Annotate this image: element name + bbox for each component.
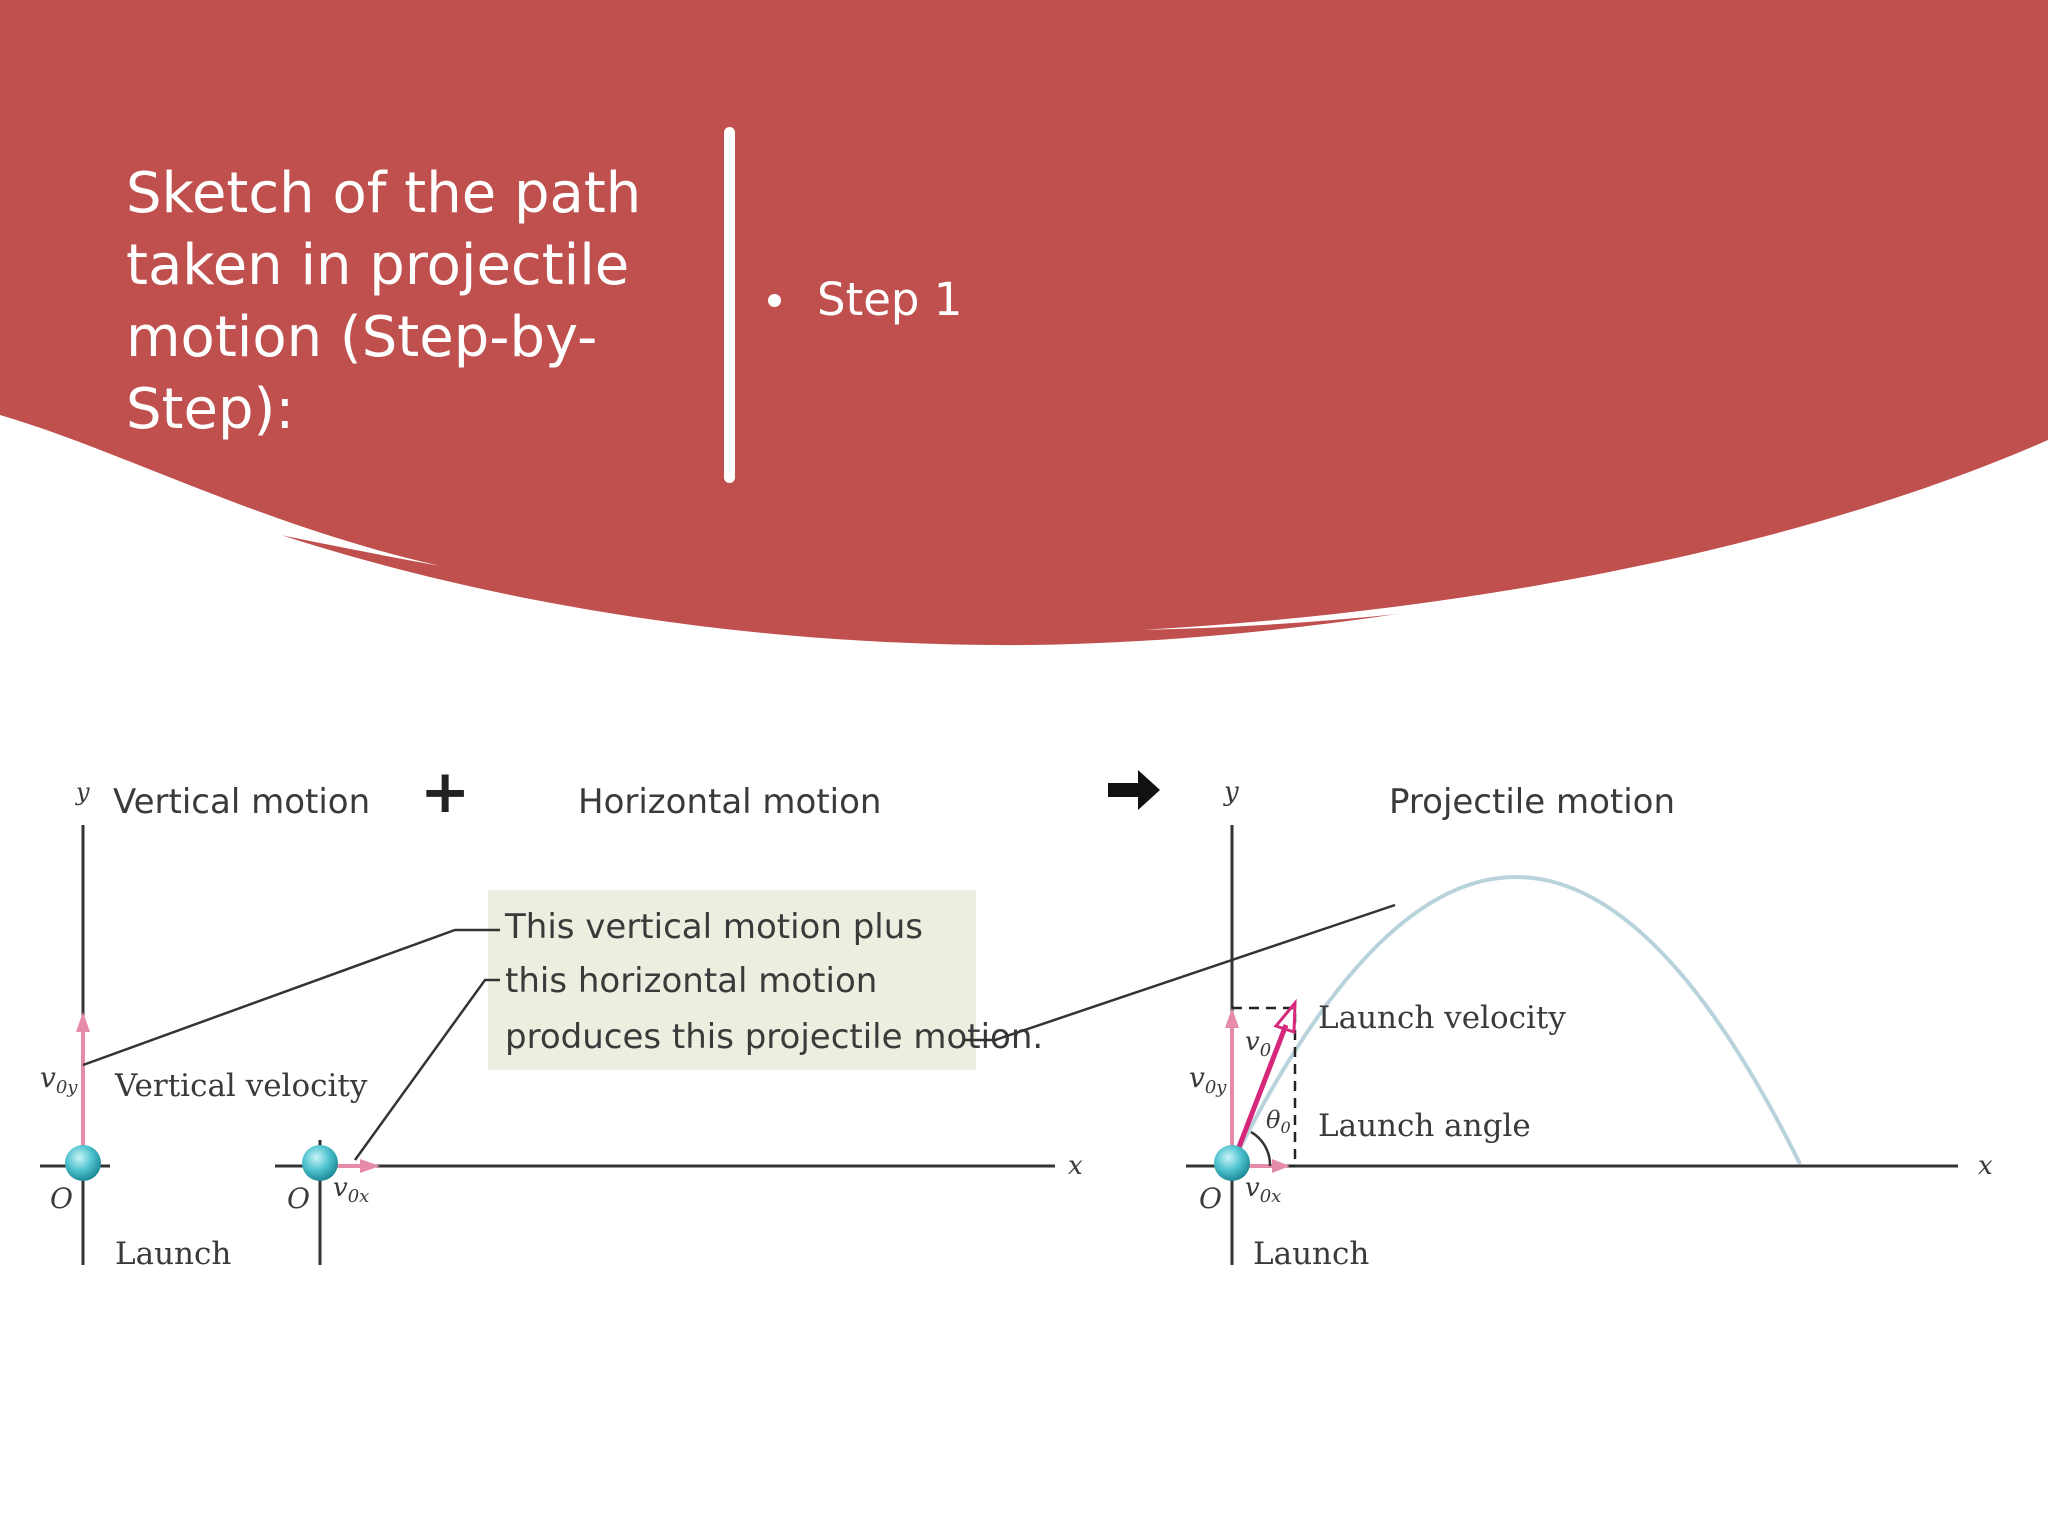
callout-leader-projectile bbox=[964, 903, 1396, 1042]
right-arrow-icon bbox=[1108, 770, 1160, 810]
projectile-motion-panel: y x Projectile motion v0 v0y θ0 Launch v… bbox=[1186, 777, 1993, 1272]
vertical-velocity-arrowhead-icon bbox=[76, 1012, 90, 1032]
callout-line-2: this horizontal motion bbox=[505, 961, 877, 1001]
header-shape bbox=[0, 0, 2048, 646]
horizontal-motion-title: Horizontal motion bbox=[578, 782, 881, 822]
callout: This vertical motion plus this horizonta… bbox=[82, 890, 1396, 1161]
projectile-launch-label: Launch bbox=[1253, 1236, 1369, 1272]
bullet-item: Step 1 bbox=[768, 270, 962, 330]
vertical-motion-panel: y Vertical motion v0y Vertical velocity … bbox=[40, 778, 370, 1272]
launch-angle-symbol: θ0 bbox=[1266, 1106, 1291, 1137]
vertical-motion-title: Vertical motion bbox=[113, 782, 370, 822]
launch-velocity-label: Launch velocity bbox=[1318, 1000, 1566, 1036]
projectile-v0x-arrowhead-icon bbox=[1272, 1159, 1290, 1173]
launch-angle-label: Launch angle bbox=[1318, 1108, 1531, 1144]
projectile-axis-y-label: y bbox=[1223, 777, 1239, 807]
callout-box bbox=[488, 890, 976, 1070]
projectile-origin-label: O bbox=[1199, 1182, 1222, 1215]
plus-sign: + bbox=[420, 757, 470, 827]
vertical-velocity-label: Vertical velocity bbox=[114, 1068, 368, 1104]
callout-leader-vertical bbox=[82, 928, 500, 1067]
bullet-list: Step 1 bbox=[768, 270, 962, 330]
projectile-motion-title: Projectile motion bbox=[1389, 782, 1675, 822]
projectile-motion-diagram: y Vertical motion v0y Vertical velocity … bbox=[40, 757, 1993, 1272]
launch-velocity-arrowhead-icon bbox=[1273, 998, 1297, 1035]
projectile-axis-x-label: x bbox=[1978, 1151, 1993, 1181]
callout-leader-horizontal bbox=[353, 978, 500, 1161]
projectile-v0y-arrowhead-icon bbox=[1225, 1008, 1239, 1028]
horizontal-motion-panel: Horizontal motion O v0x x bbox=[275, 782, 1083, 1265]
vertical-v0y-label: v0y bbox=[40, 1061, 78, 1098]
bullet-dot-icon bbox=[768, 293, 781, 307]
horizontal-ball bbox=[302, 1145, 338, 1181]
vertical-origin-label: O bbox=[50, 1182, 73, 1215]
callout-line-3: produces this projectile motion. bbox=[505, 1017, 1043, 1057]
horizontal-velocity-arrowhead-icon bbox=[360, 1159, 380, 1173]
projectile-v0y-label: v0y bbox=[1189, 1061, 1227, 1098]
projectile-ball bbox=[1214, 1145, 1250, 1181]
header-background bbox=[0, 0, 2048, 646]
projectile-v0x-label: v0x bbox=[1245, 1173, 1281, 1207]
vertical-launch-label: Launch bbox=[115, 1236, 231, 1272]
bullet-text: Step 1 bbox=[817, 273, 963, 326]
projectile-v0-label: v0 bbox=[1245, 1027, 1271, 1061]
header-swoosh-left bbox=[0, 415, 440, 566]
horizontal-v0x-label: v0x bbox=[333, 1173, 369, 1207]
horizontal-axis-x-label: x bbox=[1068, 1151, 1083, 1181]
slide-title: Sketch of the path taken in projectile m… bbox=[126, 161, 642, 442]
projectile-trajectory bbox=[1230, 875, 1802, 1165]
horizontal-origin-label: O bbox=[287, 1182, 310, 1215]
title-divider bbox=[724, 127, 735, 483]
vertical-axis-y-label: y bbox=[75, 778, 90, 806]
callout-line-1: This vertical motion plus bbox=[504, 907, 923, 947]
launch-angle-arc bbox=[1250, 1130, 1272, 1167]
launch-velocity-vector bbox=[1231, 1024, 1289, 1161]
vertical-ball bbox=[65, 1145, 101, 1181]
